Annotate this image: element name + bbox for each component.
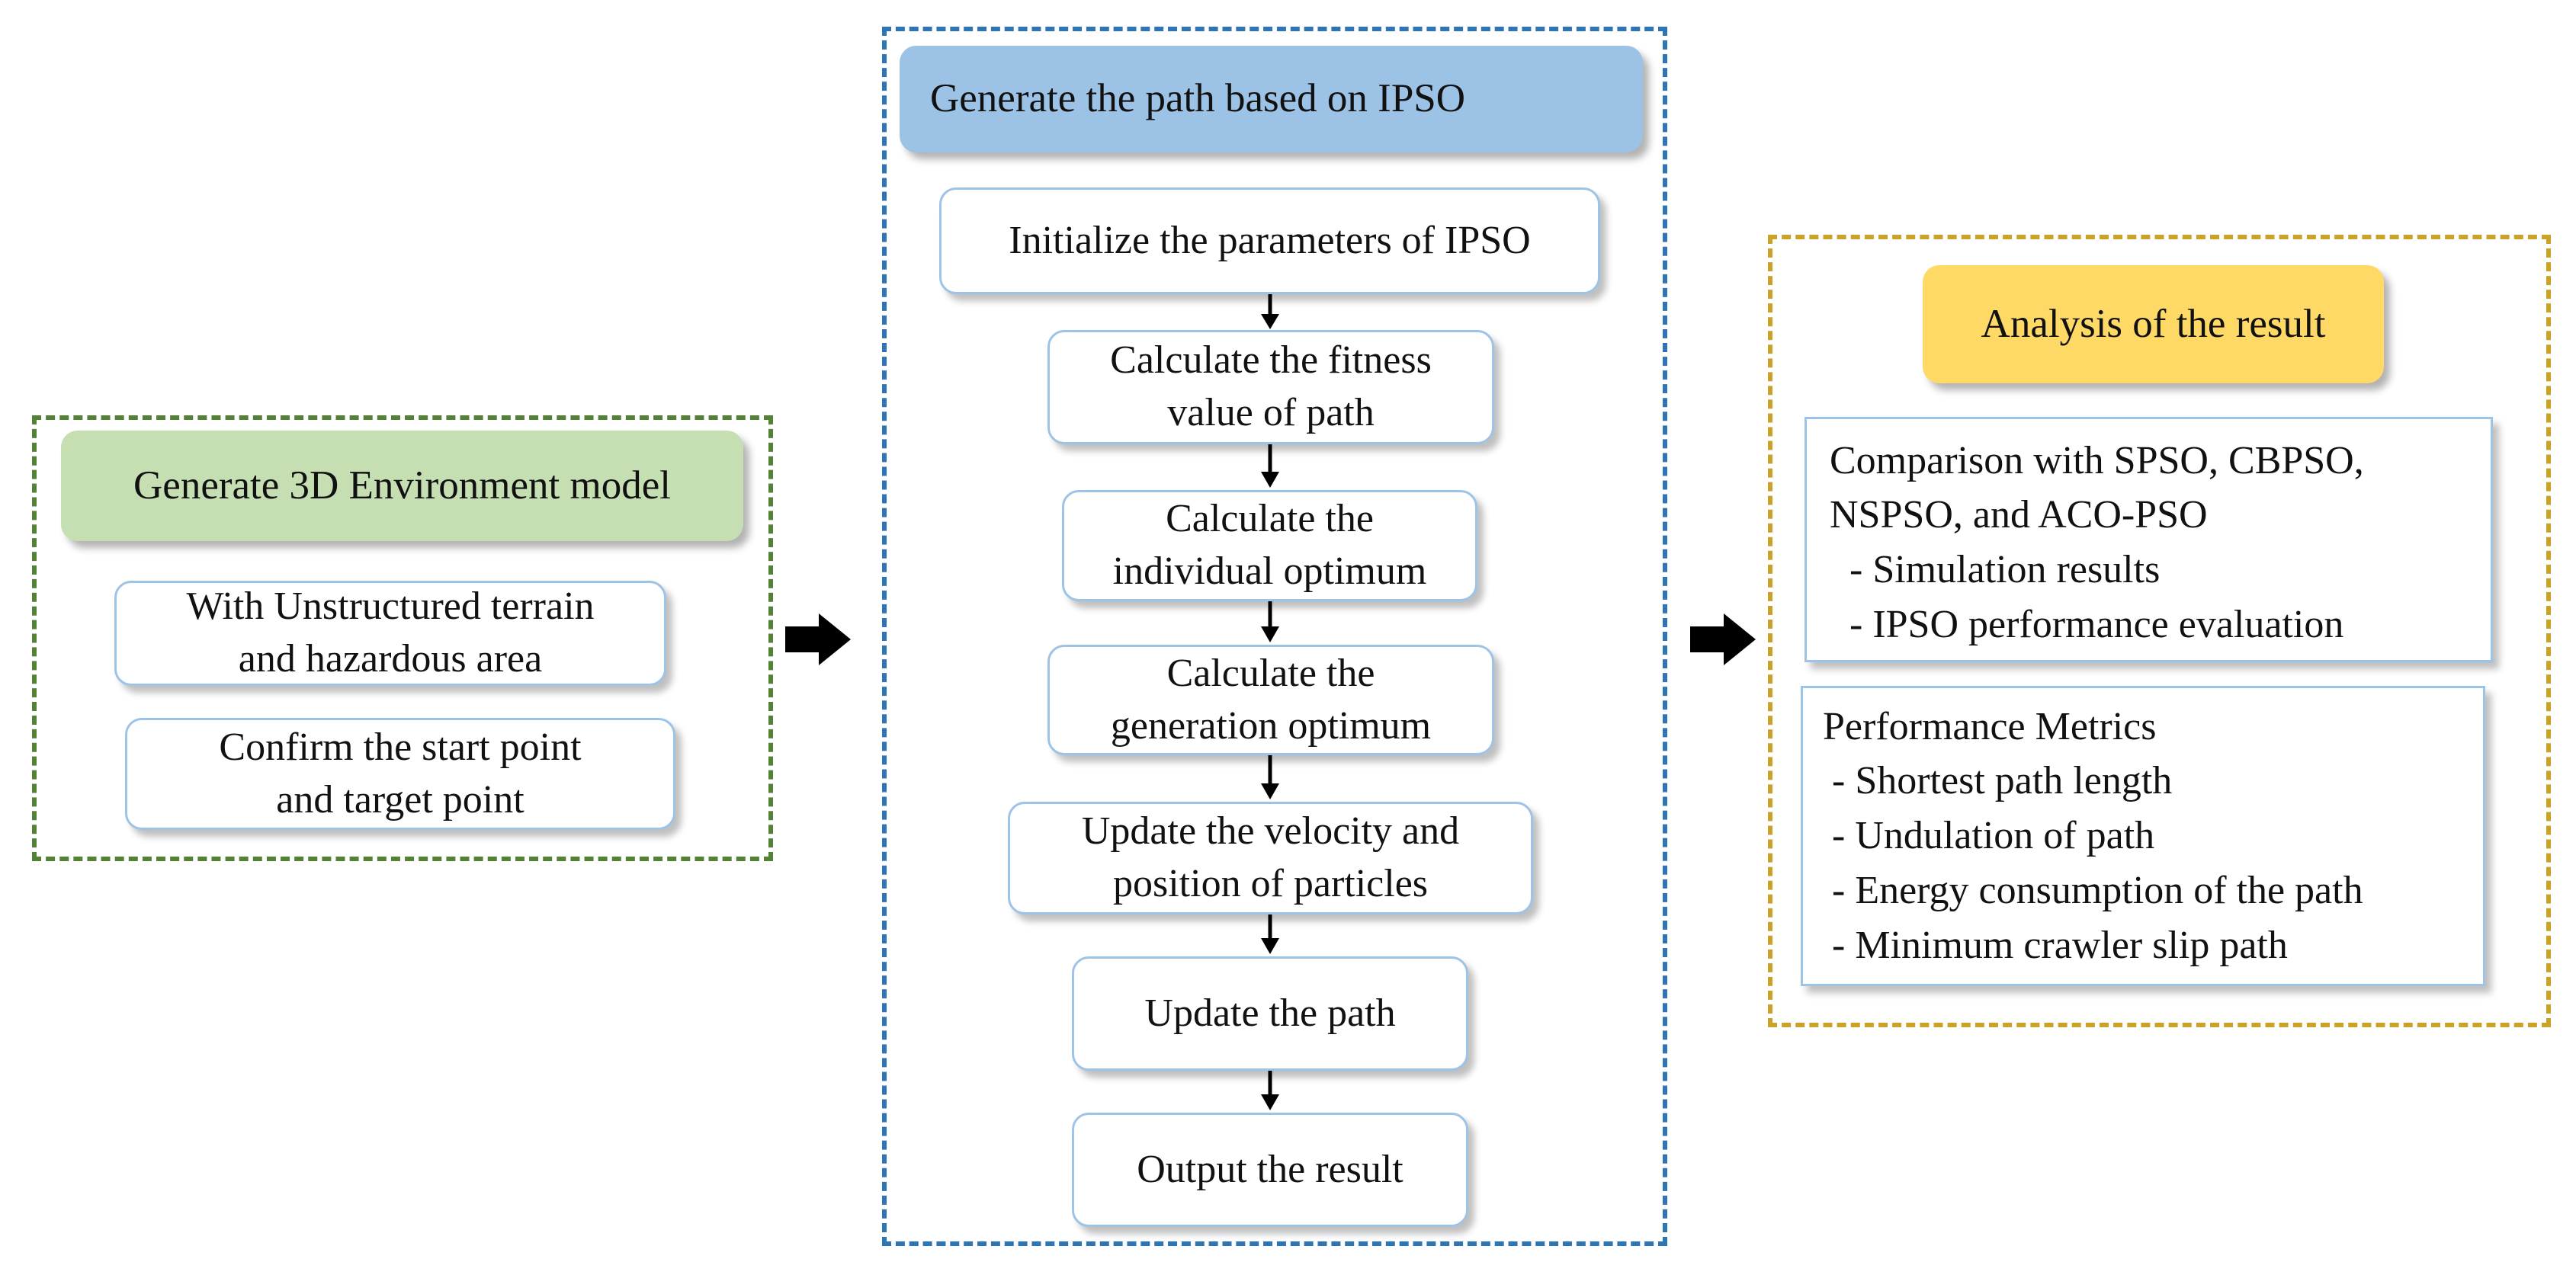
- metric-crawler-slip: - Minimum crawler slip path: [1832, 923, 2288, 967]
- comparison-item-evaluation: - IPSO performance evaluation: [1849, 602, 2344, 646]
- down-arrow-6: [1261, 1071, 1279, 1110]
- metric-undulation: - Undulation of path: [1832, 814, 2155, 858]
- terrain-line-1: With Unstructured terrain: [186, 585, 595, 629]
- comparison-line-2: NSPSO, and ACO-PSO: [1830, 493, 2208, 537]
- metrics-box: Performance Metrics - Shortest path leng…: [1801, 686, 2485, 986]
- step-fitness: Calculate the fitness value of path: [1047, 330, 1494, 444]
- comparison-box: Comparison with SPSO, CBPSO, NSPSO, and …: [1804, 417, 2493, 662]
- step-update-path: Update the path: [1072, 956, 1468, 1071]
- step-individual-line-1: Calculate the: [1166, 497, 1374, 541]
- step-individual-optimum: Calculate the individual optimum: [1062, 490, 1477, 601]
- step-fitness-line-1: Calculate the fitness: [1110, 338, 1432, 383]
- start-target-box: Confirm the start point and target point: [125, 718, 675, 830]
- metric-shortest-path: - Shortest path length: [1832, 759, 2173, 803]
- right-arrow-env-to-ipso: [785, 613, 851, 665]
- metrics-title: Performance Metrics: [1823, 704, 2157, 748]
- step-individual-line-2: individual optimum: [1112, 549, 1427, 593]
- step-velocity-line-2: position of particles: [1112, 862, 1429, 905]
- step-update-path-label: Update the path: [1144, 991, 1396, 1035]
- ipso-panel: [882, 27, 1667, 1246]
- analysis-panel: [1768, 235, 2551, 1027]
- environment-panel: [32, 415, 773, 861]
- metric-energy: - Energy consumption of the path: [1832, 868, 2363, 912]
- comparison-item-simulation: - Simulation results: [1849, 548, 2161, 591]
- environment-header-label: Generate 3D Environment model: [133, 463, 671, 508]
- step-generation-optimum: Calculate the generation optimum: [1047, 645, 1494, 755]
- analysis-header-label: Analysis of the result: [1981, 301, 2326, 346]
- comparison-line-1: Comparison with SPSO, CBPSO,: [1830, 438, 2364, 482]
- step-generation-line-1: Calculate the: [1166, 651, 1375, 695]
- step-output-result: Output the result: [1072, 1113, 1468, 1227]
- ipso-header-label: Generate the path based on IPSO: [930, 76, 1466, 121]
- right-arrow-ipso-to-analysis: [1690, 613, 1756, 665]
- step-initialize-label: Initialize the parameters of IPSO: [1009, 218, 1531, 262]
- step-initialize: Initialize the parameters of IPSO: [939, 187, 1600, 294]
- down-arrow-5: [1261, 914, 1279, 954]
- down-arrow-3: [1261, 601, 1279, 642]
- step-output-result-label: Output the result: [1137, 1147, 1403, 1191]
- down-arrow-1: [1261, 294, 1279, 329]
- step-generation-line-2: generation optimum: [1110, 703, 1432, 748]
- step-velocity-line-1: Update the velocity and: [1081, 809, 1460, 854]
- start-target-line-2: and target point: [276, 777, 525, 822]
- down-arrow-2: [1261, 444, 1279, 488]
- environment-header: Generate 3D Environment model: [61, 431, 743, 541]
- step-fitness-line-2: value of path: [1167, 391, 1375, 434]
- step-update-velocity: Update the velocity and position of part…: [1008, 802, 1533, 914]
- down-arrow-4: [1261, 755, 1279, 799]
- start-target-line-1: Confirm the start point: [219, 725, 582, 769]
- ipso-header: Generate the path based on IPSO: [900, 46, 1643, 152]
- terrain-line-2: and hazardous area: [238, 637, 543, 681]
- analysis-header: Analysis of the result: [1923, 265, 2384, 383]
- terrain-box: With Unstructured terrain and hazardous …: [114, 581, 666, 686]
